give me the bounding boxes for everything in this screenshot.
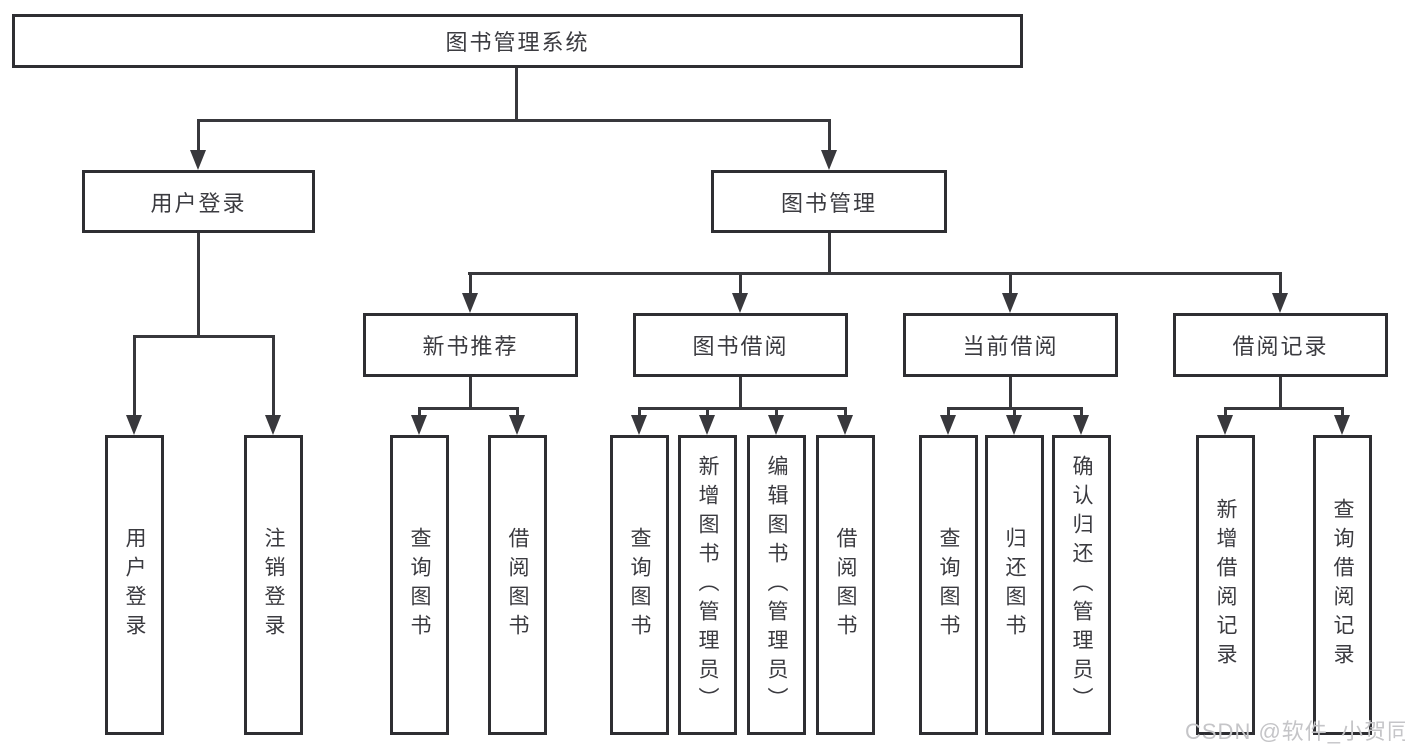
- leaf-newbook-query-books: 查询图书: [390, 435, 449, 735]
- connector-arrow: [509, 415, 525, 435]
- node-user-login: 用户登录: [82, 170, 315, 233]
- leaf-user-login: 用户登录: [105, 435, 164, 735]
- connector-arrow: [411, 415, 427, 435]
- connector-line: [133, 335, 275, 338]
- leaf-borrowing-borrow-books: 借阅图书: [816, 435, 875, 735]
- leaf-current-return-books: 归还图书: [985, 435, 1044, 735]
- leaf-newbook-borrow-books: 借阅图书: [488, 435, 547, 735]
- connector-line: [1009, 377, 1012, 410]
- connector-line: [1224, 407, 1344, 410]
- connector-arrow: [1272, 293, 1288, 313]
- connector-line: [1279, 377, 1282, 410]
- connector-line: [133, 338, 136, 418]
- leaf-borrowing-query-books: 查询图书: [610, 435, 669, 735]
- connector-line: [197, 122, 200, 154]
- connector-arrow: [1006, 415, 1022, 435]
- connector-line: [272, 338, 275, 418]
- node-new-book-recommend: 新书推荐: [363, 313, 578, 377]
- connector-arrow: [190, 150, 206, 170]
- node-book-management: 图书管理: [711, 170, 947, 233]
- leaf-borrowing-add-books-admin: 新增图书（管理员）: [678, 435, 737, 735]
- leaf-records-add-record: 新增借阅记录: [1196, 435, 1255, 735]
- connector-arrow: [821, 150, 837, 170]
- leaf-current-confirm-return-admin: 确认归还（管理员）: [1052, 435, 1111, 735]
- connector-arrow: [631, 415, 647, 435]
- connector-line: [638, 407, 847, 410]
- connector-line: [947, 407, 1083, 410]
- connector-arrow: [699, 415, 715, 435]
- connector-line: [1009, 275, 1012, 295]
- node-root: 图书管理系统: [12, 14, 1023, 68]
- connector-arrow: [768, 415, 784, 435]
- connector-line: [418, 407, 519, 410]
- connector-line: [828, 122, 831, 152]
- node-current-borrowing: 当前借阅: [903, 313, 1118, 377]
- connector-line: [828, 233, 831, 275]
- node-book-borrowing: 图书借阅: [633, 313, 848, 377]
- connector-line: [469, 275, 472, 295]
- connector-arrow: [126, 415, 142, 435]
- node-borrowing-records: 借阅记录: [1173, 313, 1388, 377]
- connector-arrow: [265, 415, 281, 435]
- connector-line: [197, 119, 831, 122]
- connector-arrow: [1334, 415, 1350, 435]
- connector-line: [515, 68, 518, 122]
- connector-arrow: [732, 293, 748, 313]
- connector-arrow: [940, 415, 956, 435]
- connector-line: [739, 275, 742, 295]
- connector-line: [197, 233, 200, 337]
- leaf-borrowing-edit-books-admin: 编辑图书（管理员）: [747, 435, 806, 735]
- connector-line: [1279, 275, 1282, 295]
- connector-line: [468, 272, 1282, 275]
- connector-arrow: [462, 293, 478, 313]
- leaf-records-query-record: 查询借阅记录: [1313, 435, 1372, 735]
- connector-line: [469, 377, 472, 410]
- leaf-logout: 注销登录: [244, 435, 303, 735]
- leaf-current-query-books: 查询图书: [919, 435, 978, 735]
- connector-line: [739, 377, 742, 410]
- connector-arrow: [1002, 293, 1018, 313]
- connector-arrow: [1073, 415, 1089, 435]
- connector-arrow: [837, 415, 853, 435]
- connector-arrow: [1217, 415, 1233, 435]
- csdn-watermark: CSDN @软件_小贺同学: [1185, 719, 1405, 744]
